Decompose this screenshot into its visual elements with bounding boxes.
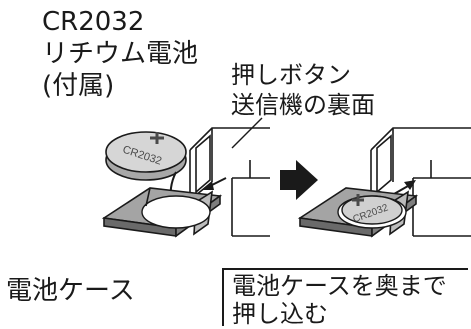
battery-label: CR2032 リチウム電池 (付属) (42, 6, 198, 102)
arrow-right-icon (280, 160, 318, 200)
back-label: 送信機の裏面 (231, 91, 375, 119)
plus-icon (150, 132, 164, 144)
instruction-line-1: 電池ケースを奥まで (232, 272, 447, 300)
instruction-line-2: 押し込む (232, 300, 328, 326)
battery-model: CR2032 (42, 7, 145, 37)
push-arrow-icon (393, 180, 416, 195)
battery-note: (付属) (42, 71, 115, 101)
button-label: 押しボタン (231, 61, 351, 89)
transmitter-body-left (189, 127, 270, 237)
leader-line-button (231, 117, 263, 149)
instruction-box: 電池ケースを奥まで 押し込む (222, 268, 468, 326)
transmitter-label: 押しボタン 送信機の裏面 (231, 60, 375, 120)
battery-type: リチウム電池 (42, 39, 199, 69)
case-label: 電池ケース (6, 276, 135, 306)
battery-coin: CR2032 (105, 131, 187, 181)
slide-arrow-icon (202, 177, 227, 190)
battery-case-left (101, 187, 223, 238)
plus-icon (352, 194, 364, 206)
